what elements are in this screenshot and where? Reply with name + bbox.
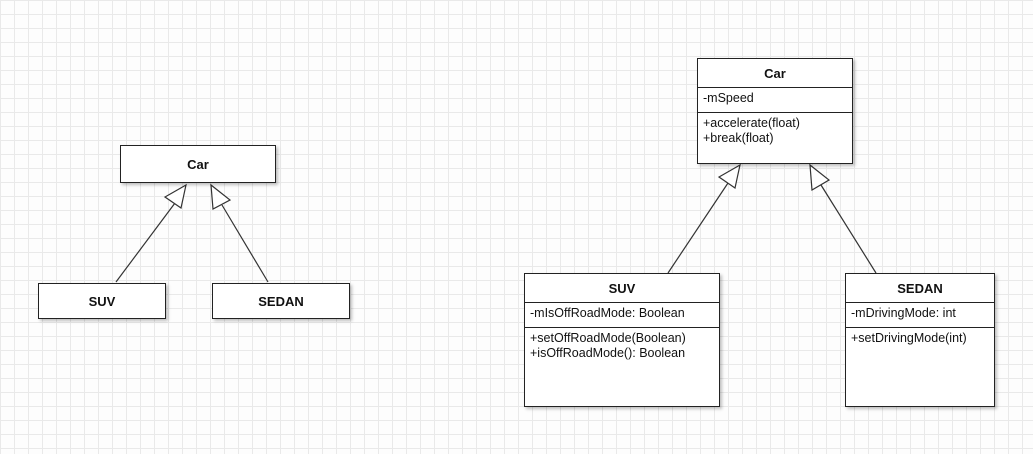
method: +accelerate(float) [703, 116, 800, 130]
methods-section: +setDrivingMode(int) [846, 327, 994, 349]
inheritance-line-sedan-car [221, 204, 269, 283]
inheritance-line-sedan-car-detailed [820, 184, 877, 274]
attribute: -mDrivingMode: int [851, 306, 956, 320]
class-name: SEDAN [258, 293, 304, 309]
class-name: SUV [608, 281, 636, 296]
class-name: Car [187, 156, 209, 172]
methods-section: +setOffRoadMode(Boolean) +isOffRoadMode(… [525, 327, 719, 364]
class-suv-simple[interactable]: SUV [38, 283, 166, 319]
class-name: SUV [88, 293, 116, 309]
attributes-section: -mIsOffRoadMode: Boolean [525, 302, 719, 327]
inheritance-arrowhead-sedan-car [210, 183, 232, 210]
method: +isOffRoadMode(): Boolean [530, 346, 686, 360]
inheritance-line-suv-car [115, 202, 176, 283]
attributes-section: -mDrivingMode: int [846, 302, 994, 327]
class-car-detailed[interactable]: Car -mSpeed +accelerate(float) +break(fl… [697, 58, 853, 164]
attributes-section: -mSpeed [698, 87, 852, 112]
class-suv-detailed[interactable]: SUV -mIsOffRoadMode: Boolean +setOffRoad… [524, 273, 720, 407]
attribute: -mIsOffRoadMode: Boolean [530, 306, 685, 320]
inheritance-arrowhead-suv-car-detailed [717, 163, 741, 190]
method: +break(float) [703, 131, 774, 145]
method: +setOffRoadMode(Boolean) [530, 331, 686, 345]
class-name: Car [764, 66, 786, 81]
class-name: SEDAN [897, 281, 943, 296]
inheritance-arrowhead-sedan-car-detailed [809, 163, 831, 192]
inheritance-line-suv-car-detailed [667, 182, 729, 274]
class-car-simple[interactable]: Car [120, 145, 276, 183]
class-sedan-simple[interactable]: SEDAN [212, 283, 350, 319]
class-sedan-detailed[interactable]: SEDAN -mDrivingMode: int +setDrivingMode… [845, 273, 995, 407]
method: +setDrivingMode(int) [851, 331, 967, 345]
attribute: -mSpeed [703, 91, 754, 105]
methods-section: +accelerate(float) +break(float) [698, 112, 852, 149]
inheritance-arrowhead-suv-car [163, 183, 187, 210]
